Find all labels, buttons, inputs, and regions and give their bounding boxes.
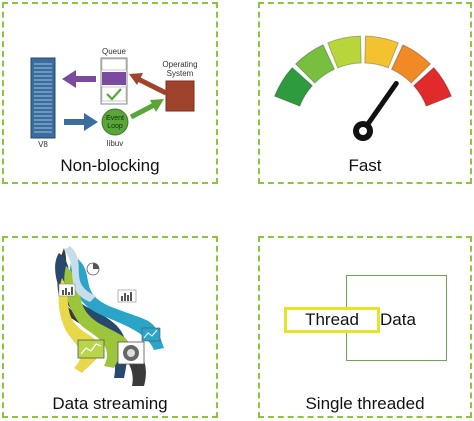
os-label-line1: Operating — [162, 60, 197, 69]
thumbnail-chart-1-icon — [58, 283, 76, 297]
event-loop-line2: Loop — [107, 123, 123, 130]
arrow-queue-to-v8 — [62, 70, 96, 88]
ribbon-navy — [55, 253, 128, 378]
thread-box — [284, 307, 380, 333]
caption-non-blocking: Non-blocking — [60, 156, 160, 175]
queue-label: Queue — [102, 47, 127, 56]
ribbon-teal — [69, 256, 164, 350]
gauge-needle-icon — [353, 80, 399, 141]
caption-single-threaded: Single threaded — [305, 394, 425, 413]
caption-fast: Fast — [348, 156, 382, 175]
v8-label: V8 — [38, 140, 48, 149]
thumbnail-line-chart-icon — [77, 339, 105, 359]
data-stream-illustration — [55, 246, 164, 386]
event-loop-icon: Event Loop — [101, 108, 129, 136]
thumbnail-pie-icon — [86, 262, 100, 276]
data-label: Data — [380, 310, 416, 329]
ribbon-light — [64, 246, 96, 302]
v8-server-icon — [30, 57, 56, 139]
card-non-blocking: V8 Queue Operating System Event Loop lib… — [2, 2, 218, 184]
gauge-segment-green-dark — [273, 66, 314, 107]
arrow-os-to-queue — [129, 73, 168, 96]
thumbnail-chart-2-icon — [117, 289, 137, 303]
gauge-segment-red — [412, 66, 453, 107]
card-single-threaded: Data Thread Single threaded — [258, 236, 472, 418]
card-data-streaming: Data streaming — [2, 236, 218, 418]
os-label-line2: System — [167, 69, 194, 78]
thumbnail-dial-icon — [117, 341, 145, 365]
gauge-segment-yellow — [364, 35, 399, 69]
thread-label: Thread — [305, 310, 359, 329]
arrow-event-loop-to-os — [129, 99, 164, 120]
gauge-segment-green — [294, 44, 336, 84]
non-blocking-diagram: V8 Queue Operating System Event Loop lib… — [30, 47, 198, 149]
card-fast: Fast — [258, 2, 472, 184]
event-loop-line1: Event — [106, 115, 124, 122]
speed-gauge — [273, 35, 453, 141]
thumbnail-monitor-icon — [141, 327, 161, 342]
caption-data-streaming: Data streaming — [52, 394, 168, 413]
arrow-v8-to-event-loop — [64, 113, 98, 131]
gauge-segment-orange — [390, 44, 432, 84]
queue-icon — [100, 57, 128, 105]
libuv-label: libuv — [107, 139, 123, 148]
operating-system-box — [165, 80, 195, 112]
ribbon-green — [64, 266, 128, 368]
gauge-segment-lime — [327, 35, 362, 69]
